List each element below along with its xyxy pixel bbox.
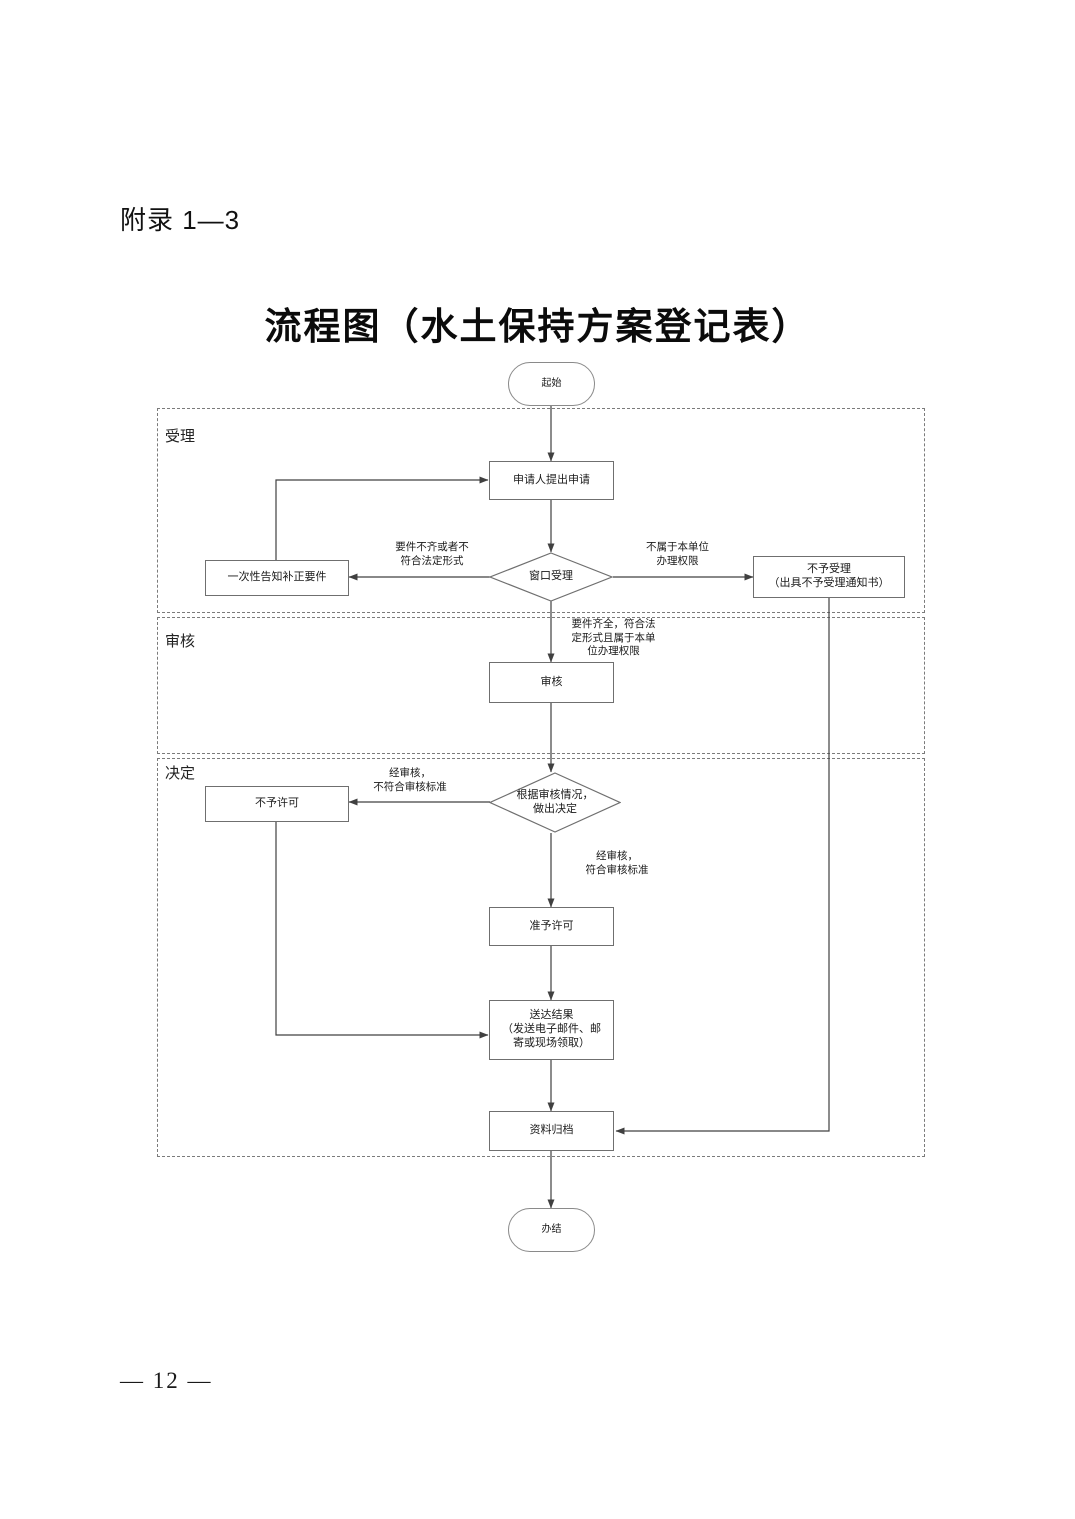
node-reject-acceptance[interactable]: 不予受理 （出具不予受理通知书） xyxy=(753,556,905,598)
node-reject-acceptance-label: 不予受理 （出具不予受理通知书） xyxy=(768,563,890,589)
node-grant-permit-label: 准予许可 xyxy=(529,919,574,932)
lane-review-label: 审核 xyxy=(165,633,196,650)
node-no-permit[interactable]: 不予许可 xyxy=(205,786,349,822)
edge-nopermit-deliver xyxy=(275,822,489,1039)
lane-review xyxy=(157,617,925,754)
node-end[interactable]: 办结 xyxy=(508,1208,595,1252)
node-apply-label: 申请人提出申请 xyxy=(513,473,590,486)
node-start-label: 起始 xyxy=(541,377,562,389)
edge-label-complete-materials: 要件齐全，符合法 定形式且属于本单 位办理权限 xyxy=(571,618,656,658)
edge-label-out-of-jurisdiction: 不属于本单位 办理权限 xyxy=(646,541,709,567)
node-window-acceptance[interactable]: 窗口受理 xyxy=(489,552,613,602)
node-decide[interactable]: 根据审核情况， 做出决定 xyxy=(489,772,621,833)
lane-decision xyxy=(157,758,925,1157)
edge-rejectaccept-archive xyxy=(615,598,830,1135)
edge-label-meeting-standard: 经审核， 符合审核标准 xyxy=(585,850,649,876)
node-archive[interactable]: 资料归档 xyxy=(489,1111,614,1151)
node-grant-permit[interactable]: 准予许可 xyxy=(489,907,614,946)
edge-label-incomplete-materials: 要件不齐或者不 符合法定形式 xyxy=(395,541,469,567)
node-decide-label: 根据审核情况， 做出决定 xyxy=(516,788,594,815)
edge-notifyfix-apply xyxy=(275,476,489,560)
lane-decision-label: 决定 xyxy=(165,765,196,782)
diamond-shape xyxy=(489,552,613,602)
node-end-label: 办结 xyxy=(541,1223,562,1235)
node-deliver-result[interactable]: 送达结果 （发送电子邮件、邮 寄或现场领取） xyxy=(489,1000,614,1060)
diamond-shape xyxy=(489,772,621,833)
lane-acceptance-label: 受理 xyxy=(165,428,196,445)
node-apply[interactable]: 申请人提出申请 xyxy=(489,461,614,500)
page-number-footer: — 12 — xyxy=(120,1368,213,1393)
node-window-acceptance-label: 窗口受理 xyxy=(529,570,573,583)
node-review[interactable]: 审核 xyxy=(489,662,614,703)
node-deliver-result-label: 送达结果 （发送电子邮件、邮 寄或现场领取） xyxy=(502,1009,601,1049)
node-archive-label: 资料归档 xyxy=(529,1124,574,1137)
node-start[interactable]: 起始 xyxy=(508,362,595,406)
node-notify-fix[interactable]: 一次性告知补正要件 xyxy=(205,560,349,596)
edge-label-not-meeting-standard: 经审核， 不符合审核标准 xyxy=(373,767,447,793)
lane-acceptance xyxy=(157,408,925,613)
node-notify-fix-label: 一次性告知补正要件 xyxy=(227,571,327,584)
page-title: 流程图（水土保持方案登记表） xyxy=(264,307,811,348)
node-no-permit-label: 不予许可 xyxy=(255,797,299,810)
appendix-label: 附录 1—3 xyxy=(120,205,241,235)
node-review-label: 审核 xyxy=(540,675,563,688)
